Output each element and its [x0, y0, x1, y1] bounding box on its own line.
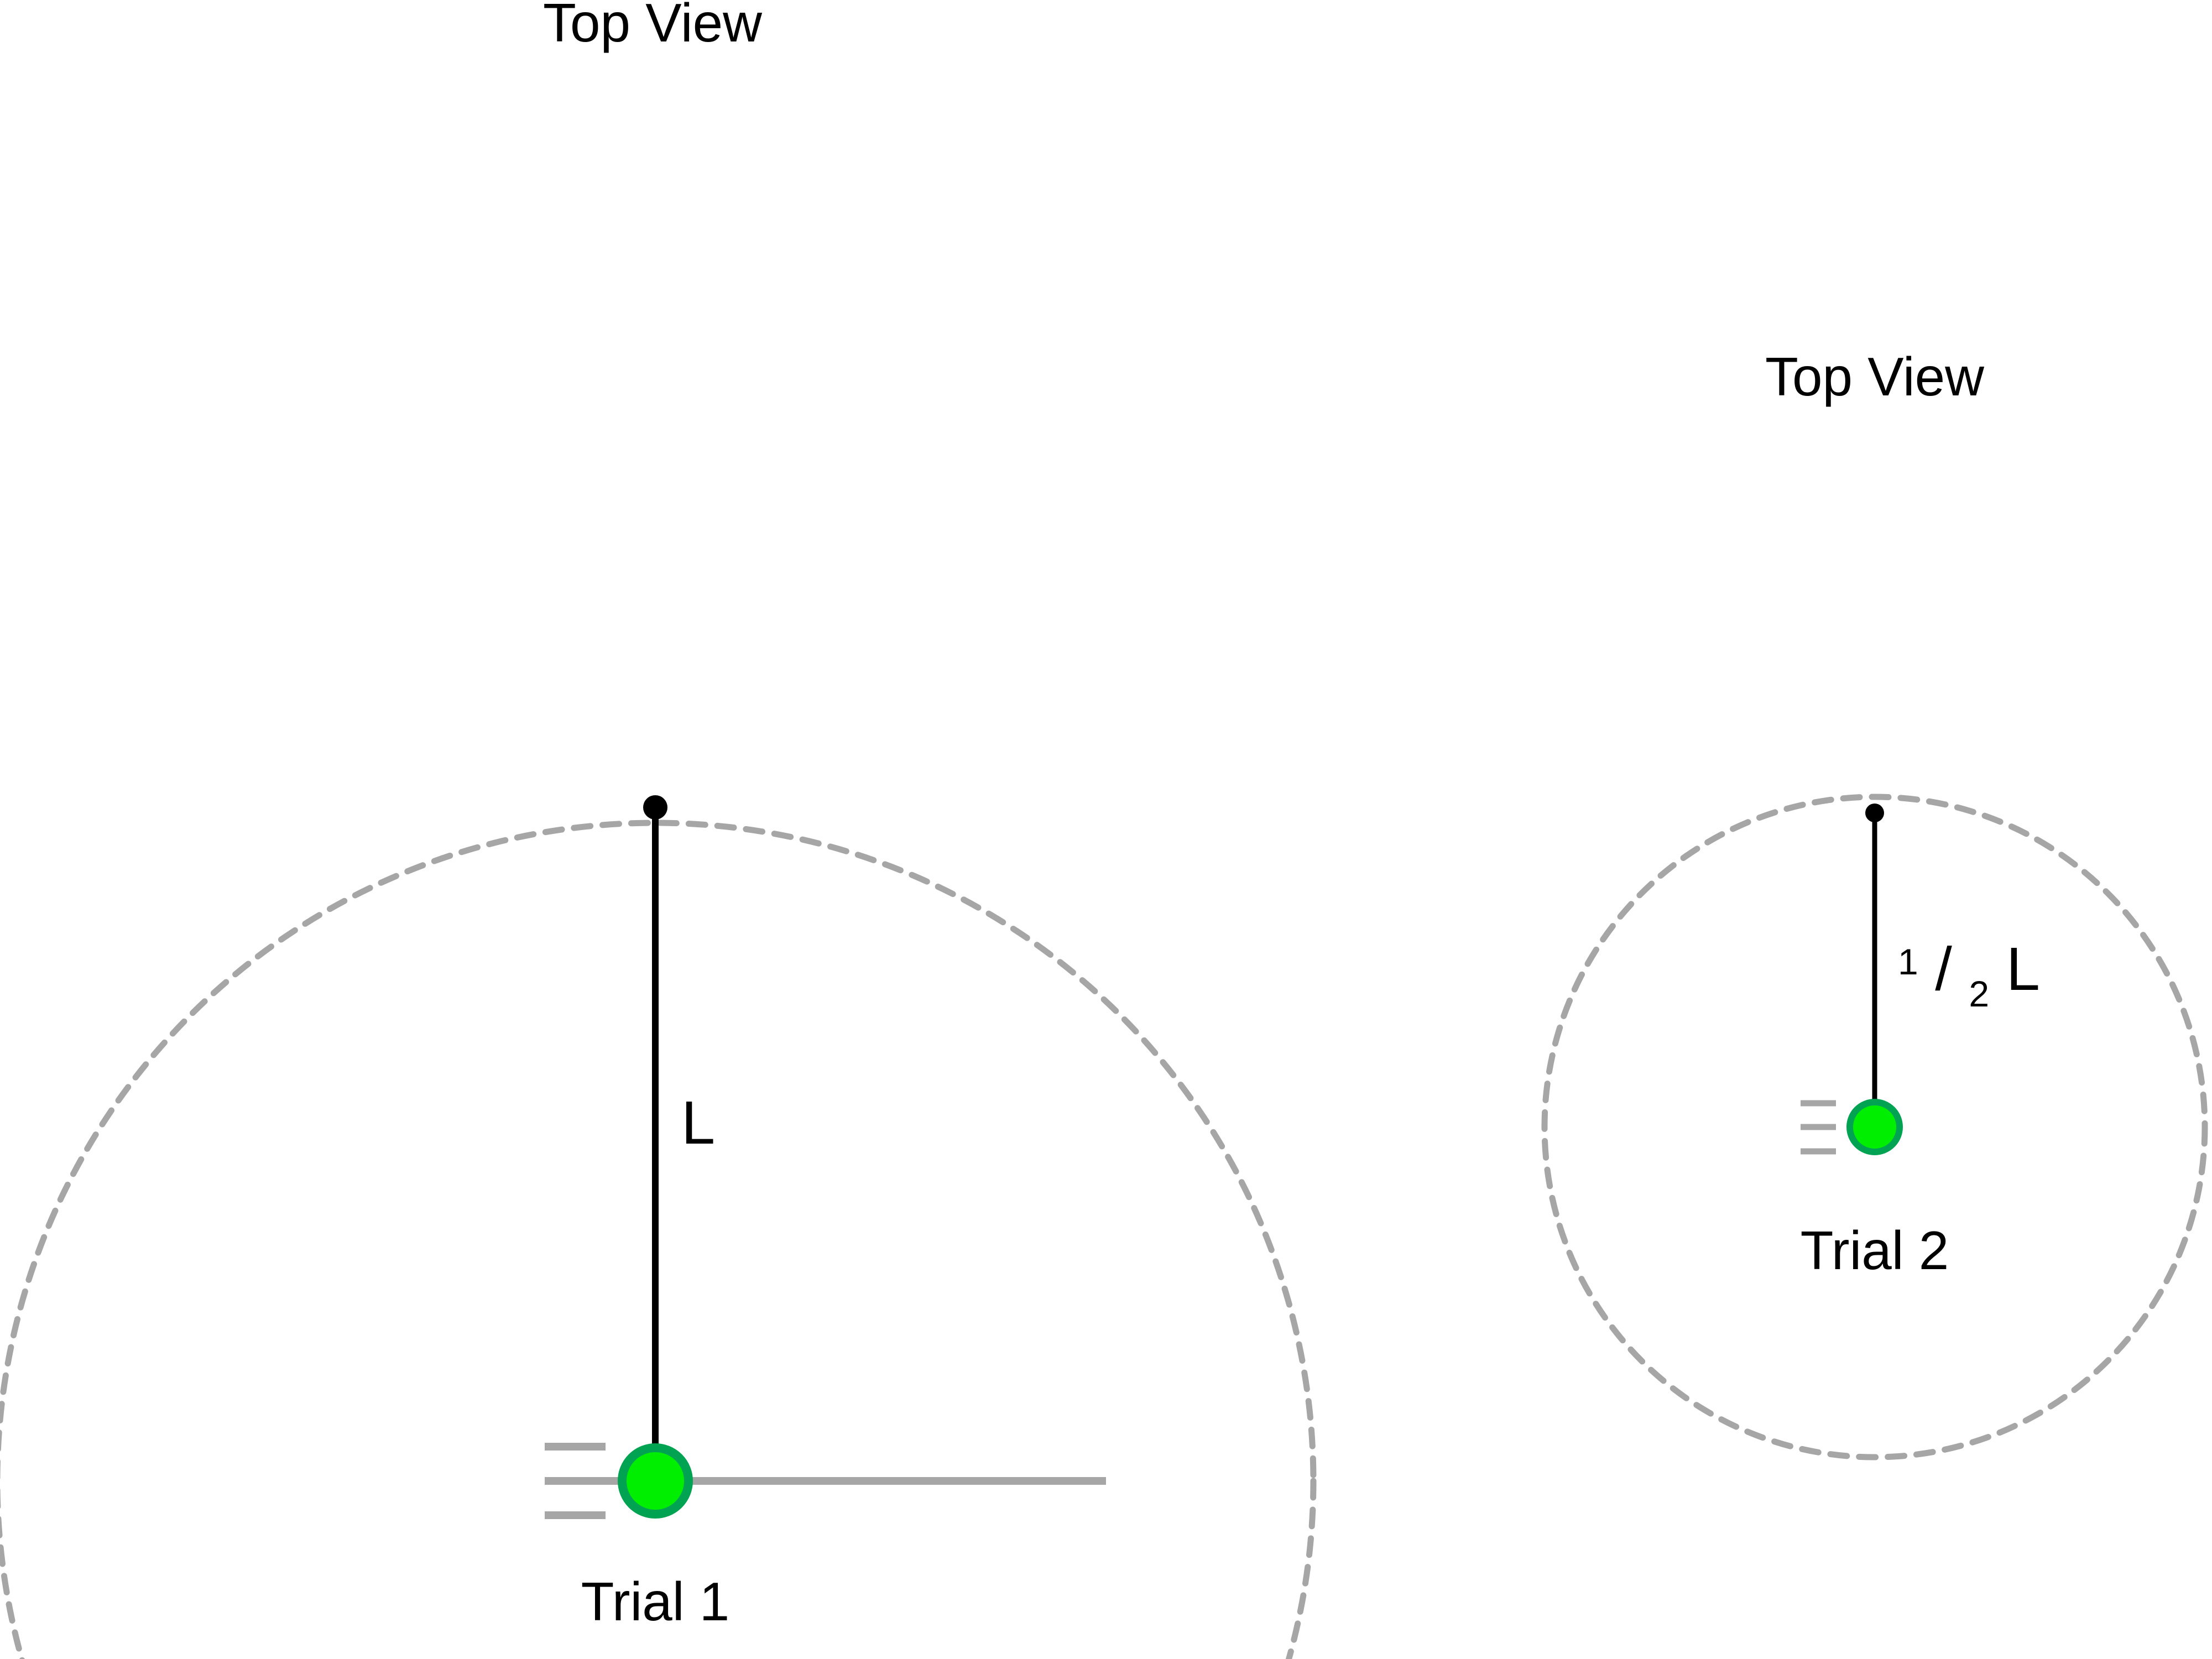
fraction-slash-trial-2: / [1935, 935, 1952, 1003]
heading-top-view-trial-2: Top View [1765, 346, 1985, 407]
radius-length-label-trial-1: L [681, 1089, 715, 1157]
fraction-denominator-trial-2: 2 [1969, 973, 1989, 1014]
pivot-dot-trial-1 [643, 795, 667, 820]
caption-trial-2: Trial 2 [1801, 1220, 1949, 1281]
ball-trial-1 [618, 1443, 693, 1519]
orbit-path-circle-trial-1 [0, 820, 1317, 1659]
fraction-unit-letter-trial-2: L [2006, 935, 2040, 1003]
caption-trial-1: Trial 1 [581, 1571, 730, 1632]
trial-1-group: Top View Trial 1 L [0, 0, 1317, 1659]
pivot-dot-trial-2 [1865, 804, 1884, 822]
fraction-numerator-trial-2: 1 [1898, 941, 1918, 982]
radius-length-label-trial-2: 1 / 2 L [1898, 920, 2040, 1020]
trial-2-group: Top View Trial 2 1 / 2 L [1541, 346, 2208, 1460]
ball-trial-2 [1846, 1099, 1903, 1155]
heading-top-view-trial-1: Top View [543, 0, 763, 53]
orbit-path-circle-trial-2 [1541, 794, 2208, 1460]
